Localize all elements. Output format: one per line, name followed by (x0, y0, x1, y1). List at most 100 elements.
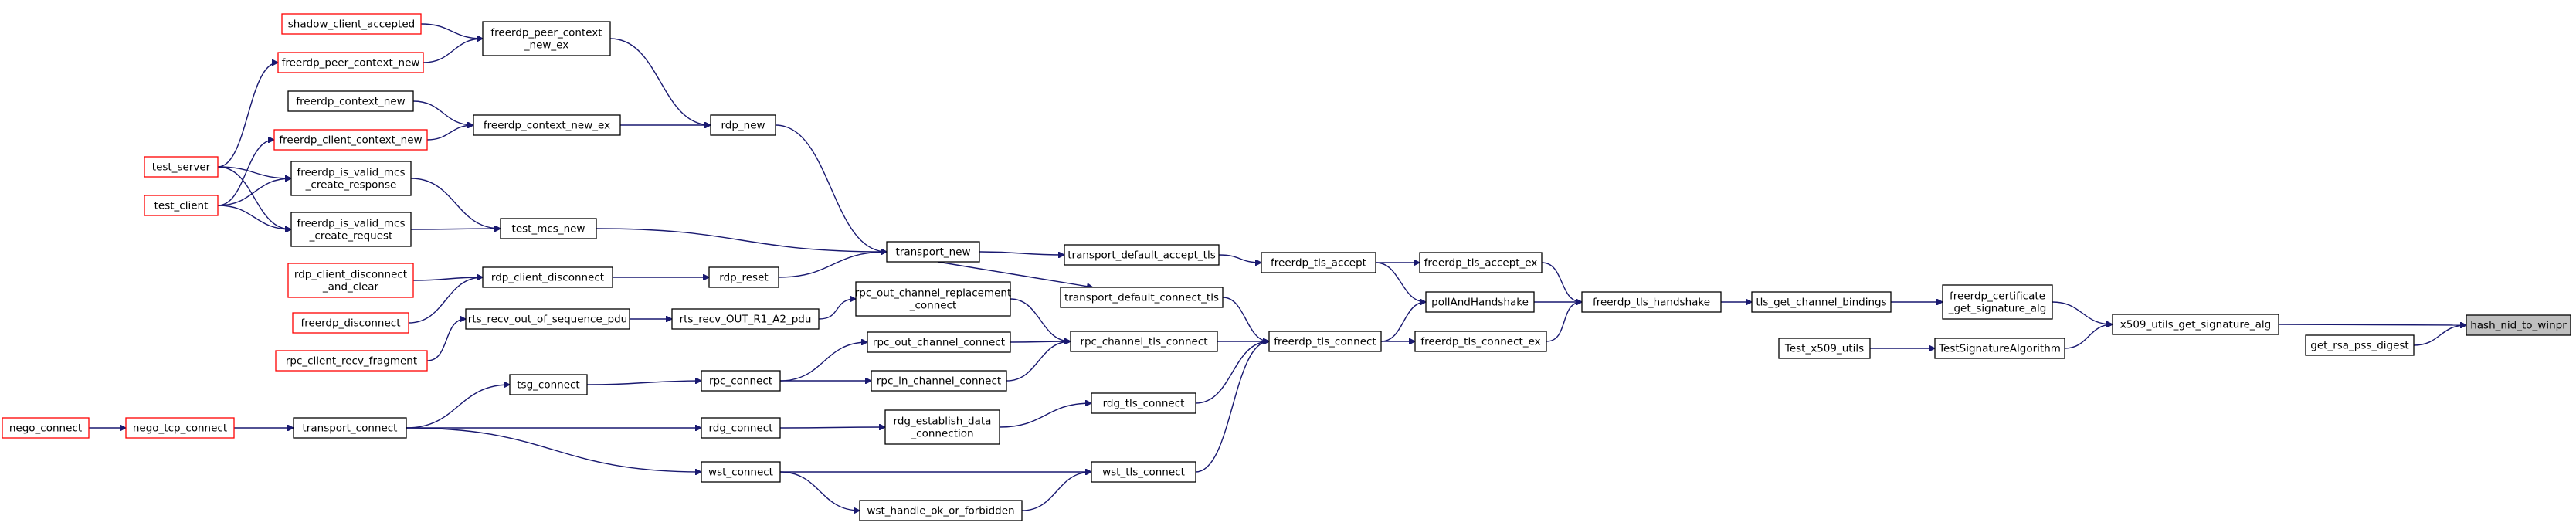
node-label: rpc_client_recv_fragment (286, 355, 417, 367)
node-x509_utils_get_signature_alg[interactable]: x509_utils_get_signature_alg (2112, 314, 2279, 335)
edge-rdg_connect-to-rdg_establish_data_connection (779, 427, 885, 428)
node-label: _new_ex (524, 39, 568, 51)
node-Test_x509_utils[interactable]: Test_x509_utils (1778, 338, 1871, 359)
node-label: nego_tcp_connect (133, 422, 227, 434)
node-label: transport_connect (303, 422, 398, 434)
node-shadow_client_accepted[interactable]: shadow_client_accepted (281, 13, 422, 35)
node-pollAndHandshake[interactable]: pollAndHandshake (1425, 291, 1535, 313)
node-freerdp_client_context_new[interactable]: freerdp_client_context_new (273, 129, 428, 151)
node-freerdp_context_new_ex[interactable]: freerdp_context_new_ex (473, 114, 621, 136)
node-rdp_client_disconnect[interactable]: rdp_client_disconnect (482, 266, 613, 288)
node-rpc_channel_tls_connect[interactable]: rpc_channel_tls_connect (1070, 331, 1218, 352)
edge-test_server-to-freerdp_peer_context_new (217, 63, 278, 168)
edge-test_server-to-freerdp_is_valid_mcs_create_response (217, 166, 291, 178)
node-box (2112, 314, 2279, 335)
edge-arrow (779, 471, 860, 511)
edge-transport_new-to-transport_default_accept_tls (979, 251, 1064, 255)
node-wst_connect[interactable]: wst_connect (701, 461, 781, 483)
node-rdp_reset[interactable]: rdp_reset (708, 266, 779, 288)
node-rpc_client_recv_fragment[interactable]: rpc_client_recv_fragment (275, 350, 428, 372)
node-label: hash_nid_to_winpr (2470, 319, 2567, 331)
node-wst_tls_connect[interactable]: wst_tls_connect (1091, 461, 1196, 483)
node-test_server[interactable]: test_server (144, 156, 219, 178)
node-transport_default_connect_tls[interactable]: transport_default_connect_tls (1060, 287, 1224, 308)
node-freerdp_context_new[interactable]: freerdp_context_new (287, 90, 414, 112)
node-nego_connect[interactable]: nego_connect (2, 417, 90, 439)
node-freerdp_tls_connect_ex[interactable]: freerdp_tls_connect_ex (1414, 331, 1547, 352)
node-label: test_server (152, 161, 211, 173)
node-box (1942, 284, 2053, 320)
node-label: test_client (154, 199, 209, 212)
node-box (281, 13, 422, 35)
node-rdp_new[interactable]: rdp_new (710, 114, 776, 136)
edge-arrow (1375, 262, 1426, 302)
node-label: freerdp_context_new_ex (484, 119, 610, 131)
edge-arrow (426, 319, 466, 361)
node-freerdp_tls_accept[interactable]: freerdp_tls_accept (1261, 252, 1376, 273)
edge-arrow (217, 140, 274, 206)
node-get_rsa_pss_digest[interactable]: get_rsa_pss_digest (2305, 334, 2415, 356)
node-box (1261, 252, 1376, 273)
nodes-layer: shadow_client_accepted freerdp_peer_conte… (2, 13, 2571, 521)
node-test_client[interactable]: test_client (144, 195, 219, 216)
edge-rts_recv_OUT_R1_A2_pdu-to-rpc_out_channel_replacement_connect (818, 299, 856, 320)
node-box (2, 417, 90, 439)
node-rdg_establish_data_connection[interactable]: rdg_establish_data_connection (884, 409, 1000, 445)
edge-test_client-to-freerdp_is_valid_mcs_create_request (217, 205, 291, 229)
node-label: freerdp_peer_context (490, 26, 602, 39)
node-box (708, 266, 779, 288)
edge-get_rsa_pss_digest-to-hash_nid_to_winpr (2413, 325, 2466, 346)
node-transport_default_accept_tls[interactable]: transport_default_accept_tls (1064, 244, 1220, 266)
node-freerdp_peer_context_new_ex[interactable]: freerdp_peer_context_new_ex (482, 21, 611, 56)
node-test_mcs_new[interactable]: test_mcs_new (500, 218, 597, 239)
node-box (710, 114, 776, 136)
node-box (1268, 331, 1382, 352)
edges-layer (89, 23, 2466, 511)
node-label: rdg_establish_data (894, 415, 992, 427)
edge-arrow (2052, 301, 2113, 324)
node-freerdp_certificate_get_signature_alg[interactable]: freerdp_certificate_get_signature_alg (1942, 284, 2053, 320)
node-tsg_connect[interactable]: tsg_connect (509, 374, 588, 395)
edge-arrow (426, 125, 473, 141)
edge-arrow (406, 385, 510, 429)
node-freerdp_tls_accept_ex[interactable]: freerdp_tls_accept_ex (1419, 252, 1543, 273)
node-freerdp_tls_handshake[interactable]: freerdp_tls_handshake (1581, 291, 1722, 313)
node-tls_get_channel_bindings[interactable]: tls_get_channel_bindings (1751, 291, 1892, 313)
node-label: Test_x509_utils (1784, 342, 1864, 355)
node-freerdp_is_valid_mcs_create_request[interactable]: freerdp_is_valid_mcs_create_request (290, 212, 412, 247)
node-rpc_out_channel_replacement_connect[interactable]: rpc_out_channel_replacement_connect (855, 281, 1012, 317)
node-rpc_in_channel_connect[interactable]: rpc_in_channel_connect (871, 370, 1007, 392)
edge-rdp_new-to-transport_new (775, 124, 887, 252)
node-rdp_client_disconnect_and_clear[interactable]: rdp_client_disconnect_and_clear (287, 263, 414, 298)
node-freerdp_peer_context_new[interactable]: freerdp_peer_context_new (277, 52, 424, 73)
node-box (290, 161, 412, 196)
node-TestSignatureAlgorithm[interactable]: TestSignatureAlgorithm (1934, 338, 2065, 359)
node-box (1419, 252, 1543, 273)
node-freerdp_tls_connect[interactable]: freerdp_tls_connect (1268, 331, 1382, 352)
node-rdg_connect[interactable]: rdg_connect (701, 417, 781, 439)
node-rts_recv_OUT_R1_A2_pdu[interactable]: rts_recv_OUT_R1_A2_pdu (671, 308, 820, 330)
node-hash_nid_to_winpr[interactable]: hash_nid_to_winpr (2466, 314, 2571, 336)
node-rts_recv_out_of_sequence_pdu[interactable]: rts_recv_out_of_sequence_pdu (465, 308, 630, 330)
node-rpc_out_channel_connect[interactable]: rpc_out_channel_connect (867, 331, 1011, 353)
node-label: freerdp_tls_connect_ex (1420, 335, 1540, 348)
node-freerdp_disconnect[interactable]: freerdp_disconnect (292, 312, 409, 334)
node-box (1581, 291, 1722, 313)
node-box (292, 312, 409, 334)
node-rpc_connect[interactable]: rpc_connect (701, 370, 781, 392)
node-label: freerdp_is_valid_mcs (297, 166, 405, 178)
edge-rpc_out_channel_connect-to-rpc_channel_tls_connect (1010, 341, 1071, 342)
node-transport_connect[interactable]: transport_connect (293, 417, 407, 439)
node-box (482, 21, 611, 56)
edge-arrow (412, 277, 483, 281)
node-label: rts_recv_OUT_R1_A2_pdu (680, 313, 812, 325)
node-transport_new[interactable]: transport_new (886, 241, 980, 263)
node-rdg_tls_connect[interactable]: rdg_tls_connect (1091, 392, 1196, 414)
node-box (867, 331, 1011, 353)
edge-arrow (779, 427, 885, 428)
edge-arrow (217, 205, 291, 229)
node-freerdp_is_valid_mcs_create_response[interactable]: freerdp_is_valid_mcs_create_response (290, 161, 412, 196)
node-wst_handle_ok_or_forbidden[interactable]: wst_handle_ok_or_forbidden (859, 500, 1023, 521)
node-box (465, 308, 630, 330)
node-nego_tcp_connect[interactable]: nego_tcp_connect (125, 417, 235, 439)
